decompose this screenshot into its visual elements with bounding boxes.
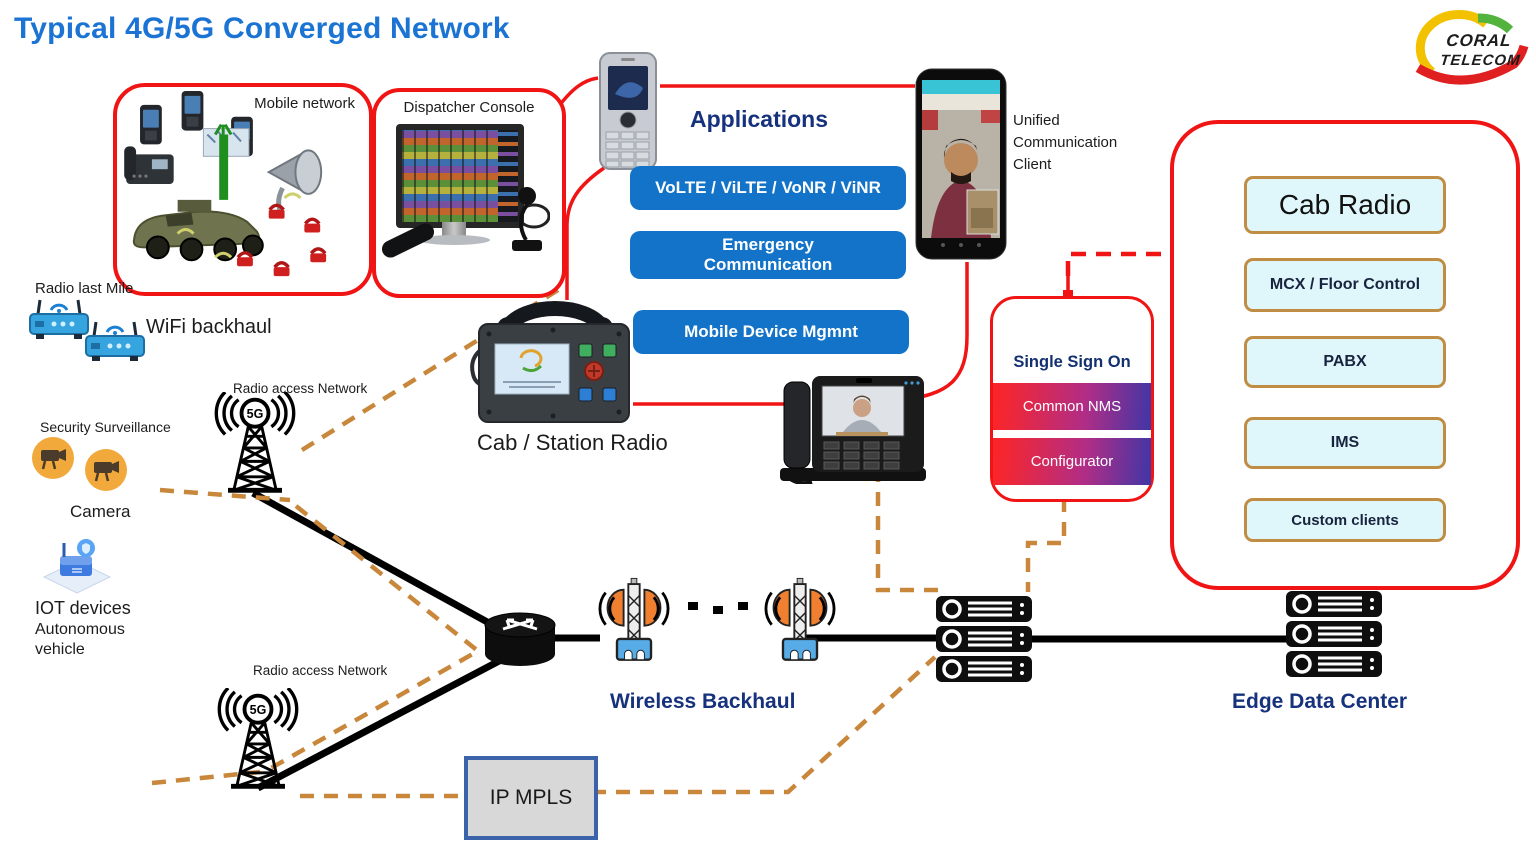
unified-client-phone-icon	[915, 68, 1007, 260]
server-stack-icon	[1286, 591, 1382, 677]
app-emergency-button: Emergency Communication	[630, 231, 906, 279]
5g-tower-icon: 5G	[214, 392, 296, 493]
panel-mcx-floor-control: MCX / Floor Control	[1244, 258, 1446, 312]
cab-station-radio-icon	[470, 301, 630, 423]
page-title: Typical 4G/5G Converged Network	[14, 12, 510, 45]
panel-ims: IMS	[1244, 417, 1446, 469]
link-dots	[738, 602, 748, 610]
logo-line2: TELECOM	[1439, 52, 1521, 69]
radio-last-mile-label: Radio last Mile	[35, 280, 134, 297]
app-volte-button: VoLTE / ViLTE / VoNR / ViNR	[630, 166, 906, 210]
sso-common-nms: Common NMS	[993, 383, 1151, 430]
server-stack-icon	[936, 596, 1032, 682]
logo-line1: CORAL	[1445, 31, 1512, 50]
iot-devices-label: IOT devices	[35, 598, 131, 618]
mobile-network-illustration-icon	[124, 90, 328, 278]
5g-tower-icon: 5G	[217, 688, 299, 789]
app-mdm-button: Mobile Device Mgmnt	[633, 310, 909, 354]
video-phone-icon	[780, 376, 926, 484]
tower-5g-label: 5G	[247, 407, 264, 421]
camera-label: Camera	[70, 502, 131, 521]
ip-mpls-box: IP MPLS	[464, 756, 598, 840]
autonomous-vehicle-label: Autonomous vehicle	[35, 621, 125, 658]
microwave-tower-icon	[764, 577, 836, 661]
edge-data-center-label: Edge Data Center	[1232, 690, 1408, 713]
radio-access-network-label: Radio access Network	[253, 663, 388, 678]
wifi-router-icon	[85, 321, 145, 361]
dispatcher-console-label: Dispatcher Console	[403, 99, 535, 116]
link-dots	[713, 606, 723, 614]
cab-station-radio-label: Cab / Station Radio	[477, 430, 668, 455]
cab-radio-panel: Cab Radio MCX / Floor Control PABX IMS C…	[1170, 120, 1520, 590]
sso-heading: Single Sign On	[1013, 353, 1131, 371]
red-dashed-link	[1065, 251, 1168, 276]
wifi-router-icon	[29, 299, 89, 339]
unified-client-label: Unified Communication Client	[1013, 112, 1118, 173]
single-sign-on-group: Single Sign On Common NMS Configurator	[990, 296, 1154, 502]
panel-pabx: PABX	[1244, 336, 1446, 388]
router-icon	[484, 612, 556, 666]
radio-access-network-label: Radio access Network	[233, 381, 368, 396]
security-surveillance-label: Security Surveillance	[40, 419, 171, 435]
panel-custom-clients: Custom clients	[1244, 498, 1446, 542]
dispatcher-console-group: Dispatcher Console	[372, 88, 566, 298]
microwave-tower-icon	[598, 577, 670, 661]
tower-5g-label: 5G	[250, 703, 267, 717]
coral-telecom-logo: CORAL TELECOM	[1415, 10, 1529, 85]
red-connector-node	[1063, 290, 1073, 299]
feature-phone-icon	[599, 52, 657, 170]
iot-device-icon	[42, 539, 112, 594]
applications-heading: Applications	[690, 106, 829, 132]
orange-dashed-links	[151, 288, 1067, 799]
cctv-camera-icon	[85, 449, 127, 491]
mobile-network-group: Mobile network	[113, 83, 373, 296]
wireless-backhaul-label: Wireless Backhaul	[610, 690, 796, 713]
wifi-backhaul-label: WiFi backhaul	[146, 316, 272, 338]
sso-configurator: Configurator	[993, 438, 1151, 485]
dispatcher-console-icon	[379, 96, 558, 290]
mobile-network-label: Mobile network	[254, 95, 355, 112]
panel-cab-radio: Cab Radio	[1244, 176, 1446, 234]
link-dots	[688, 602, 698, 610]
cctv-camera-icon	[32, 437, 74, 479]
